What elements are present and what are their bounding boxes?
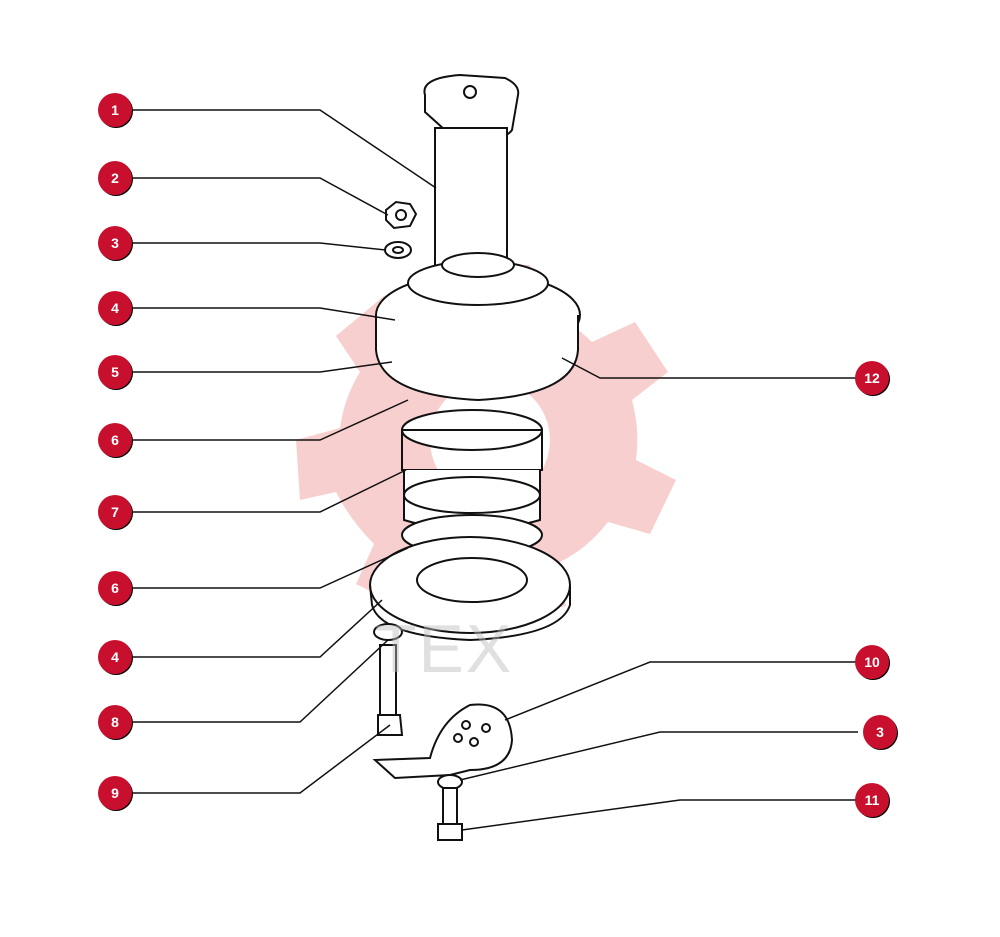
short-bolt (442, 787, 458, 825)
callout-2: 2 (98, 161, 132, 195)
callout-7: 7 (98, 495, 132, 529)
callout-12: 12 (855, 361, 889, 395)
callout-1: 1 (98, 93, 132, 127)
small-washer (437, 774, 463, 790)
callout-11: 11 (855, 783, 889, 817)
lever-plate (372, 703, 514, 780)
watermark-text: TEX (375, 611, 514, 687)
callout-10: 10 (855, 645, 889, 679)
callout-4: 4 (98, 291, 132, 325)
shaft (434, 127, 508, 269)
cap-hole (463, 85, 477, 99)
callout-5: 5 (98, 355, 132, 389)
callout-4b: 4 (98, 640, 132, 674)
callout-3: 3 (98, 226, 132, 260)
callout-9: 9 (98, 776, 132, 810)
callout-8: 8 (98, 705, 132, 739)
callout-3b: 3 (863, 715, 897, 749)
leader-lines (132, 109, 858, 831)
callout-6: 6 (98, 423, 132, 457)
callout-6b: 6 (98, 571, 132, 605)
